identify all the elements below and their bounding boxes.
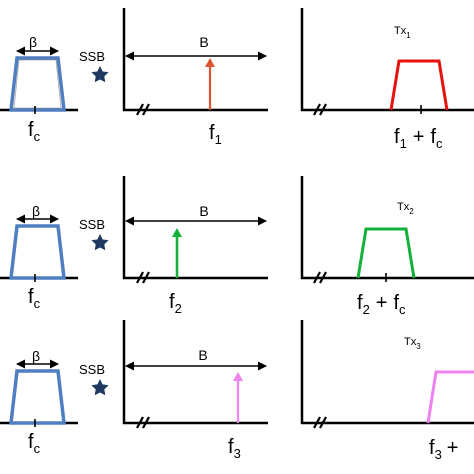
carrier-panel-3: B f3	[122, 320, 268, 461]
carrier-label: f2	[169, 291, 182, 316]
carrier-panel-2: B f2	[122, 176, 268, 316]
tx-label: Tx3	[404, 336, 421, 351]
fc-label: fc	[28, 119, 41, 144]
beta-label: β	[29, 34, 37, 50]
tx-spectrum	[356, 227, 416, 279]
star-icon	[91, 66, 109, 83]
carrier-label: f3	[228, 436, 241, 461]
row-2: β fc SSB B f2 Tx2	[0, 176, 474, 317]
ssb-label: SSB	[79, 362, 105, 377]
baseband-trapezoid	[9, 369, 66, 425]
row-1: β fc SSB B f1	[0, 8, 474, 151]
axis-break-icon	[313, 271, 327, 284]
tx-panel-2: Tx2 f2+fc	[300, 176, 474, 317]
axis-break-icon	[136, 103, 150, 116]
carrier-label: f1	[209, 122, 222, 147]
sum-label: f2+fc	[357, 292, 406, 317]
ssb-label: SSB	[79, 217, 105, 232]
ssb-label: SSB	[79, 49, 105, 64]
baseband-panel-3: β fc	[0, 348, 78, 456]
fc-label: fc	[28, 431, 41, 456]
baseband-panel-1: β fc	[0, 34, 78, 144]
tx-label: Tx1	[394, 25, 411, 40]
sum-label: f1+fc	[394, 126, 443, 151]
axis-break-icon	[313, 103, 327, 116]
star-icon	[91, 379, 109, 396]
bandwidth-label: B	[198, 347, 207, 363]
axis-break-icon	[313, 416, 327, 429]
tx-panel-3: Tx3 f3+	[300, 320, 474, 462]
fc-label: fc	[28, 286, 41, 311]
sum-label: f3+	[429, 437, 458, 462]
axis-break-icon	[136, 271, 150, 284]
tx-panel-1: Tx1 f1+fc	[300, 8, 474, 151]
baseband-trapezoid	[9, 56, 66, 112]
axis-break-icon	[136, 416, 150, 429]
baseband-panel-2: β fc	[0, 203, 78, 311]
tx-spectrum	[426, 370, 474, 424]
tx-label: Tx2	[397, 201, 414, 216]
carrier-panel-1: B f1	[122, 8, 268, 147]
baseband-trapezoid	[9, 224, 66, 280]
tx-spectrum	[389, 59, 449, 111]
beta-label: β	[32, 203, 40, 219]
row-3: β fc SSB B f3 Tx3 f3+	[0, 320, 474, 462]
bandwidth-label: B	[199, 34, 208, 50]
star-icon	[91, 234, 109, 251]
bandwidth-label: B	[199, 203, 208, 219]
beta-label: β	[32, 348, 40, 364]
